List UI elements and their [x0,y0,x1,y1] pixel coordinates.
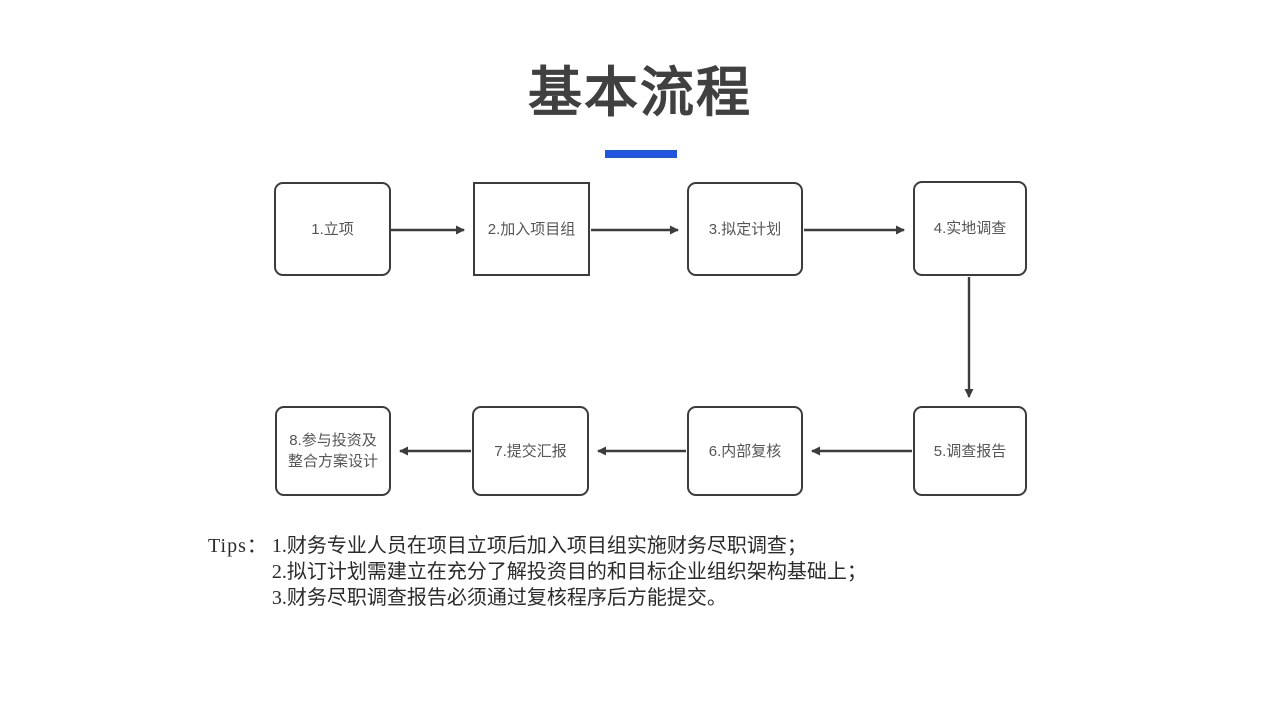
page-title: 基本流程 [528,63,752,123]
flow-step-1[interactable]: 1.立项 [274,182,391,276]
flow-step-3-label: 3.拟定计划 [708,220,782,238]
flow-step-7-label: 7.提交汇报 [494,442,567,460]
tips-lines: 1.财务专业人员在项目立项后加入项目组实施财务尽职调查； 2.拟订计划需建立在充… [272,533,867,611]
title-underline-bar [605,150,677,158]
flow-step-6-label: 6.内部复核 [708,442,782,460]
tips-block: Tips： 1.财务专业人员在项目立项后加入项目组实施财务尽职调查； 2.拟订计… [208,533,867,611]
tips-label: Tips： [208,535,268,557]
tips-line-3: 3.财务尽职调查报告必须通过复核程序后方能提交。 [271,587,727,609]
flow-step-8-label: 8.参与投资及 整合方案设计 [287,432,378,470]
flow-step-2-label: 2.加入项目组 [487,220,576,238]
flow-step-2[interactable]: 2.加入项目组 [473,182,590,276]
flow-step-8[interactable]: 8.参与投资及 整合方案设计 [275,406,391,496]
flow-step-5[interactable]: 5.调查报告 [913,406,1027,496]
flow-step-5-label: 5.调查报告 [933,442,1007,460]
flow-step-1-label: 1.立项 [311,220,354,238]
flow-step-7[interactable]: 7.提交汇报 [472,406,589,496]
tips-line-2: 2.拟订计划需建立在充分了解投资目的和目标企业组织架构基础上； [271,561,867,583]
flow-step-6[interactable]: 6.内部复核 [687,406,803,496]
tips-line-1: 1.财务专业人员在项目立项后加入项目组实施财务尽职调查； [271,535,807,557]
tips-row-1: Tips： 1.财务专业人员在项目立项后加入项目组实施财务尽职调查； 2.拟订计… [208,533,867,611]
flow-step-3[interactable]: 3.拟定计划 [687,182,803,276]
flow-step-4[interactable]: 4.实地调查 [913,181,1027,276]
flow-step-4-label: 4.实地调查 [933,220,1007,237]
